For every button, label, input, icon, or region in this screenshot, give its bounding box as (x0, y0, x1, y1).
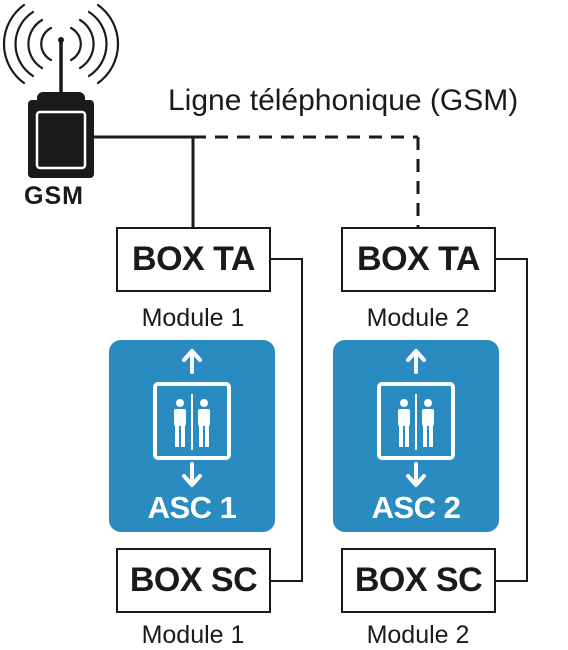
module-1-bottom-label: Module 1 (141, 621, 245, 649)
box-sc-module-2: BOX SC (341, 548, 496, 613)
box-ta-module-2: BOX TA (341, 227, 496, 292)
signal-wave-right-3 (87, 10, 108, 78)
signal-wave-right-4 (96, 3, 120, 85)
gsm-label: GSM (24, 182, 84, 210)
signal-wave-left-4 (2, 3, 26, 85)
gsm-antenna-icon (2, 3, 120, 85)
box-sc-module-1: BOX SC (116, 548, 271, 613)
antenna-tip (58, 37, 64, 43)
elevator-card-asc-1: ASC 1 (109, 340, 275, 532)
module-1-top-label: Module 1 (141, 304, 245, 332)
box-link-module-1 (271, 258, 303, 582)
signal-wave-right-2 (78, 18, 95, 70)
signal-wave-left-1 (40, 26, 53, 62)
network-line-label: Ligne téléphonique (GSM) (168, 84, 519, 117)
module-2-top-label: Module 2 (366, 304, 470, 332)
phone-line-wiring (94, 135, 420, 228)
elevator-icon (153, 349, 231, 487)
signal-wave-right-1 (69, 26, 82, 62)
elevator-icon (377, 349, 455, 487)
gsm-device-icon (28, 92, 94, 178)
signal-wave-left-2 (27, 18, 44, 70)
box-link-wiring (271, 258, 528, 582)
signal-wave-left-3 (14, 10, 35, 78)
module-2-bottom-label: Module 2 (366, 621, 470, 649)
box-link-module-2 (496, 258, 528, 582)
elevator-label-asc-2: ASC 2 (371, 490, 461, 525)
box-ta-module-1: BOX TA (116, 227, 271, 292)
elevator-label-asc-1: ASC 1 (147, 490, 237, 525)
elevator-card-asc-2: ASC 2 (333, 340, 499, 532)
